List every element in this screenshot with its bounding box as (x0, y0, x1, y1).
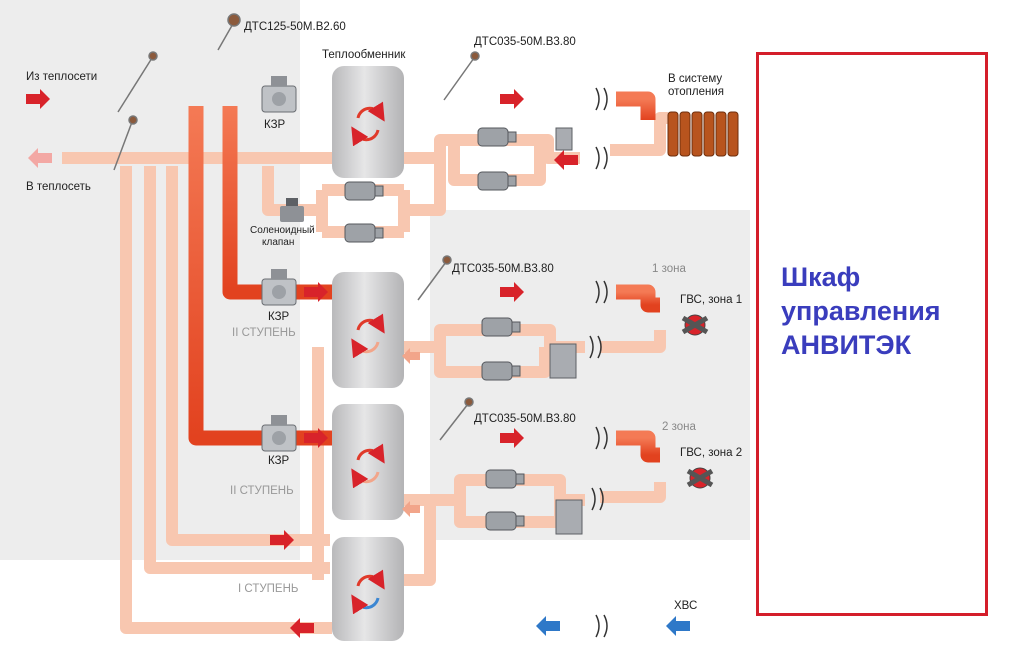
solenoid-valve (280, 198, 304, 222)
label-sensor-zone2: ДТС035-50М.В3.80 (474, 413, 576, 425)
control-valve-2 (261, 269, 297, 306)
control-valve-3 (261, 415, 297, 452)
cabinet-line-2: управления (781, 296, 941, 326)
pipe-breaks (589, 87, 608, 638)
label-sensor-top: ДТС125-50М.В2.60 (244, 21, 346, 33)
label-valve-1: КЗР (264, 119, 286, 131)
tap-icon-zone2 (686, 467, 714, 489)
control-cabinet: Шкаф управления АНВИТЭК (756, 52, 988, 616)
return-arrow (28, 148, 52, 168)
label-hot-water-zone2: ГВС, зона 2 (680, 447, 742, 459)
heat-exchanger-stage2-zone1 (332, 272, 404, 388)
label-hot-water-zone1: ГВС, зона 1 (680, 294, 742, 306)
label-zone1: 1 зона (652, 263, 686, 275)
label-solenoid-1: Соленоидный (250, 225, 315, 236)
cabinet-line-3: АНВИТЭК (781, 330, 912, 360)
label-zone2: 2 зона (662, 421, 696, 433)
flow-arrows (26, 89, 578, 638)
radiator-icon (667, 111, 739, 157)
label-to-heating-2: отопления (668, 86, 724, 98)
control-valve-1 (261, 76, 297, 113)
pressure-devices (549, 127, 583, 535)
heat-exchanger-stage1 (332, 537, 404, 641)
label-to-network: В теплосеть (26, 181, 91, 193)
label-sensor-zone1: ДТС035-50М.В3.80 (452, 263, 554, 275)
label-stage-2b: II СТУПЕНЬ (230, 485, 294, 497)
label-from-network: Из теплосети (26, 71, 97, 83)
label-cold-water: ХВС (674, 600, 697, 612)
heat-exchanger-main (332, 66, 404, 178)
label-sensor-heating: ДТС035-50М.В3.80 (474, 36, 576, 48)
label-stage-2a: II СТУПЕНЬ (232, 327, 296, 339)
cold-arrows (536, 616, 690, 636)
label-valve-2: КЗР (268, 311, 290, 323)
tap-icon-zone1 (681, 314, 709, 336)
heat-exchanger-stage2-zone2 (332, 404, 404, 520)
label-valve-3: КЗР (268, 455, 290, 467)
label-to-heating-1: В систему (668, 73, 722, 85)
cabinet-line-1: Шкаф (781, 262, 861, 292)
label-solenoid-2: клапан (262, 237, 294, 248)
control-cabinet-title: Шкаф управления АНВИТЭК (759, 260, 985, 362)
label-heat-exchanger: Теплообменник (322, 49, 406, 61)
temperature-sensors (113, 13, 480, 441)
pumps (344, 127, 525, 531)
label-stage-1: I СТУПЕНЬ (238, 583, 298, 595)
